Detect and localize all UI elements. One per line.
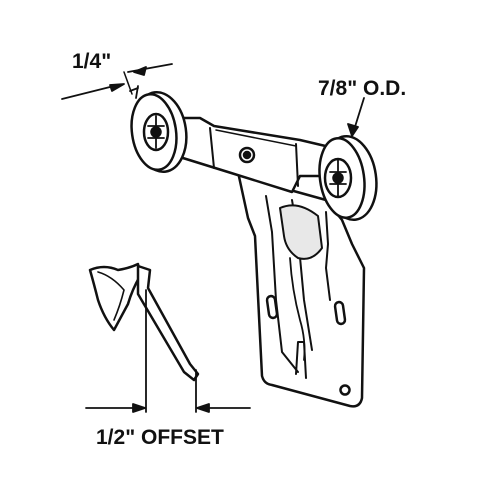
roller-diameter-label: 7/8" O.D. <box>318 77 407 100</box>
dimension-od <box>347 97 365 137</box>
dimension-offset <box>85 289 251 413</box>
offset-profile <box>88 262 200 382</box>
left-roller <box>130 90 188 174</box>
offset-label: 1/2" OFFSET <box>96 426 224 449</box>
roller-thickness-label: 1/4" <box>72 50 112 73</box>
axle-strap <box>164 116 336 194</box>
dimension-quarter <box>61 63 173 100</box>
mounting-plate <box>236 170 366 408</box>
right-roller <box>318 135 378 221</box>
